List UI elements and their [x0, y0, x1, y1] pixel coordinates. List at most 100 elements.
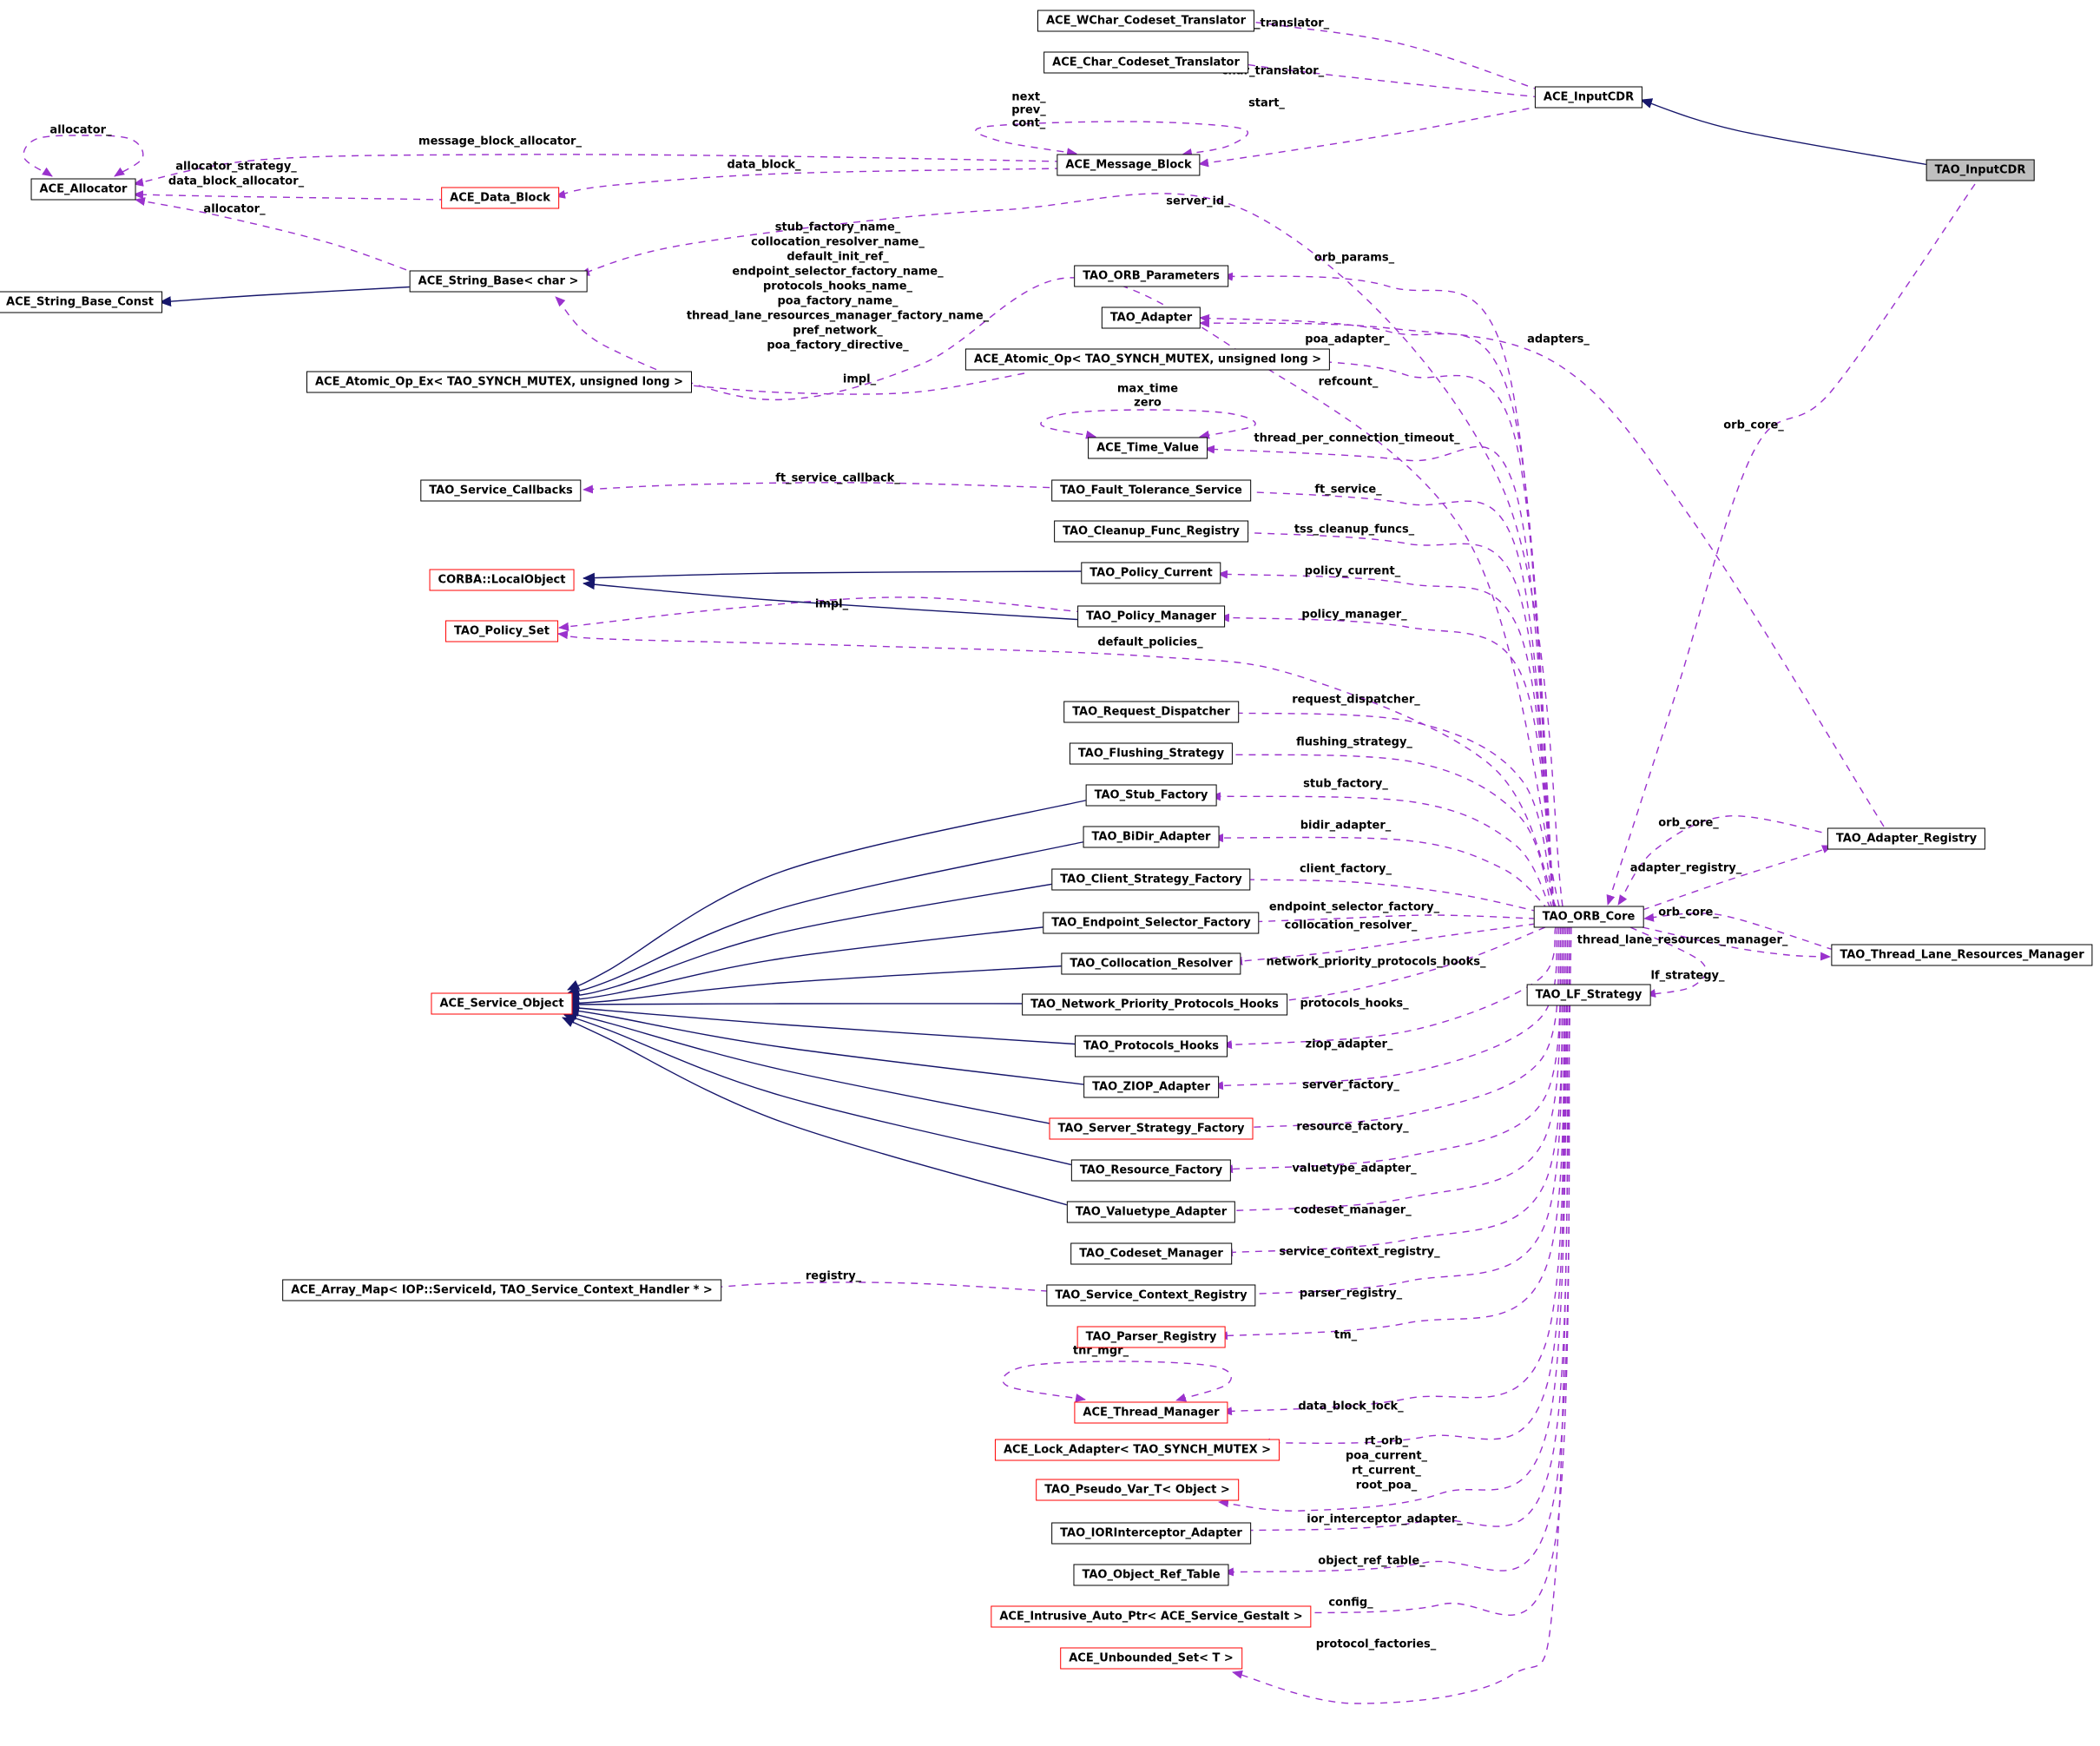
- node-tao-lf-strategy[interactable]: TAO_LF_Strategy: [1526, 984, 1651, 1006]
- node-tao-pseudo-var-t[interactable]: TAO_Pseudo_Var_T< Object >: [1036, 1479, 1239, 1501]
- node-tao-server-strategy-factory[interactable]: TAO_Server_Strategy_Factory: [1049, 1117, 1254, 1140]
- edge-label-tm: tm_: [1333, 1328, 1358, 1342]
- member-edge-tao-orb-core-to-tao-endpoint-selector-factory: [1246, 914, 1537, 926]
- node-tao-request-dispatcher[interactable]: TAO_Request_Dispatcher: [1063, 701, 1239, 723]
- node-tao-valuetype-adapter[interactable]: TAO_Valuetype_Adapter: [1066, 1201, 1236, 1223]
- edge-label-endpoint-selector-factory: endpoint_selector_factory_: [1268, 900, 1440, 914]
- node-tao-stub-factory[interactable]: TAO_Stub_Factory: [1085, 784, 1217, 807]
- member-edge-tao-orb-core-to-tao-network-priority-protocols-hooks: [1274, 926, 1546, 1005]
- node-tao-policy-set[interactable]: TAO_Policy_Set: [445, 620, 558, 642]
- member-edge-ace-message-block-to-ace-data-block: [555, 168, 1063, 199]
- node-ace-data-block[interactable]: ACE_Data_Block: [441, 187, 559, 209]
- node-tao-resource-factory[interactable]: TAO_Resource_Factory: [1070, 1159, 1232, 1182]
- node-tao-parser-registry[interactable]: TAO_Parser_Registry: [1076, 1326, 1226, 1348]
- node-ace-string-base-char[interactable]: ACE_String_Base< char >: [409, 270, 588, 293]
- edge-label-thread-lane-resources-manager: thread_lane_resources_manager_: [1577, 933, 1788, 947]
- edge-label-allocator: allocator_: [49, 123, 112, 137]
- node-tao-orb-parameters[interactable]: TAO_ORB_Parameters: [1074, 265, 1228, 287]
- node-tao-adapter[interactable]: TAO_Adapter: [1101, 306, 1201, 329]
- edge-label-codeset-manager: codeset_manager_: [1294, 1203, 1412, 1217]
- node-ace-allocator[interactable]: ACE_Allocator: [30, 178, 136, 201]
- node-ace-thread-manager[interactable]: ACE_Thread_Manager: [1074, 1401, 1228, 1424]
- node-ace-service-object[interactable]: ACE_Service_Object: [431, 992, 573, 1015]
- edge-label-allocator: allocator_: [203, 202, 266, 216]
- edge-label-allocator-strategy: allocator_strategy_: [175, 160, 297, 174]
- node-tao-service-callbacks[interactable]: TAO_Service_Callbacks: [420, 479, 582, 502]
- node-ace-string-base-const[interactable]: ACE_String_Base_Const: [0, 291, 162, 313]
- member-edge-tao-orb-core-to-tao-ziop-adapter: [1213, 926, 1558, 1090]
- member-edge-ace-inputcdr-to-char-codeset-translator: [1234, 59, 1541, 98]
- member-edge-tao-inputcdr-to-tao-orb-core: [1606, 183, 1976, 906]
- node-ace-array-map[interactable]: ACE_Array_Map< IOP::ServiceId, TAO_Servi…: [282, 1279, 721, 1301]
- inheritance-edge-tao-bidir-adapter-to-ace-service-object: [567, 840, 1091, 995]
- node-char-codeset-translator[interactable]: ACE_Char_Codeset_Translator: [1043, 51, 1248, 74]
- member-edge-tao-fault-tolerance-service-to-tao-service-callbacks: [583, 482, 1063, 494]
- node-ace-message-block[interactable]: ACE_Message_Block: [1057, 154, 1201, 176]
- member-edge-tao-orb-core-to-tao-stub-factory: [1210, 792, 1551, 909]
- member-edge-tao-orb-core-to-ace-unbounded-set: [1232, 926, 1572, 1704]
- node-tao-flushing-strategy[interactable]: TAO_Flushing_Strategy: [1069, 742, 1234, 765]
- node-tao-network-priority-protocols-hooks[interactable]: TAO_Network_Priority_Protocols_Hooks: [1022, 993, 1287, 1016]
- member-edge-ace-data-block-to-ace-allocator: [133, 190, 447, 201]
- node-tao-policy-current[interactable]: TAO_Policy_Current: [1081, 562, 1221, 584]
- node-ace-atomic-op[interactable]: ACE_Atomic_Op< TAO_SYNCH_MUTEX, unsigned…: [964, 348, 1331, 371]
- node-corba-localobject[interactable]: CORBA::LocalObject: [429, 569, 575, 591]
- edge-label-client-factory: client_factory_: [1299, 862, 1392, 876]
- edge-label-cont: cont_: [1011, 116, 1046, 130]
- node-ace-inputcdr[interactable]: ACE_InputCDR: [1534, 86, 1643, 109]
- edge-label-orb-params: orb_params_: [1313, 251, 1395, 265]
- edge-label-impl: impl_: [814, 597, 849, 611]
- member-edge-tao-orb-core-to-tao-orb-parameters: [1222, 272, 1555, 907]
- edge-label-message-block-allocator: message_block_allocator_: [418, 135, 582, 148]
- member-edge-tao-orb-core-to-tao-protocols-hooks: [1221, 926, 1557, 1050]
- edge-label-prev: prev_: [1011, 103, 1046, 117]
- node-ace-atomic-op-ex[interactable]: ACE_Atomic_Op_Ex< TAO_SYNCH_MUTEX, unsig…: [306, 371, 692, 393]
- node-ace-time-value[interactable]: ACE_Time_Value: [1088, 437, 1208, 459]
- edge-label-server-factory: server_factory_: [1302, 1078, 1399, 1092]
- node-tao-protocols-hooks[interactable]: TAO_Protocols_Hooks: [1075, 1035, 1228, 1057]
- node-tao-policy-manager[interactable]: TAO_Policy_Manager: [1077, 605, 1225, 628]
- inheritance-edge-tao-protocols-hooks-to-ace-service-object: [567, 1003, 1083, 1045]
- node-tao-bidir-adapter[interactable]: TAO_BiDir_Adapter: [1083, 826, 1220, 848]
- node-tao-cleanup-func-registry[interactable]: TAO_Cleanup_Func_Registry: [1054, 520, 1248, 543]
- member-edge-tao-orb-core-to-tao-policy-manager: [1219, 613, 1555, 907]
- node-wchar-codeset-translator[interactable]: ACE_WChar_Codeset_Translator: [1037, 10, 1255, 32]
- node-tao-codeset-manager[interactable]: TAO_Codeset_Manager: [1070, 1242, 1232, 1265]
- edge-label-default-policies: default_policies_: [1097, 636, 1203, 649]
- inheritance-edge-tao-collocation-resolver-to-ace-service-object: [567, 965, 1072, 1009]
- node-tao-endpoint-selector-factory[interactable]: TAO_Endpoint_Selector_Factory: [1043, 912, 1260, 934]
- member-edge-tao-orb-core-to-tao-valuetype-adapter: [1223, 926, 1562, 1216]
- node-tao-iorinterceptor-adapter[interactable]: TAO_IORInterceptor_Adapter: [1051, 1522, 1251, 1545]
- edge-label-orb-core: orb_core_: [1723, 418, 1784, 432]
- node-ace-intrusive-auto-ptr[interactable]: ACE_Intrusive_Auto_Ptr< ACE_Service_Gest…: [991, 1605, 1312, 1628]
- node-tao-service-context-registry[interactable]: TAO_Service_Context_Registry: [1046, 1284, 1256, 1307]
- edge-label-thread-lane-resources-manager-factory-name: thread_lane_resources_manager_factory_na…: [686, 309, 990, 323]
- node-tao-adapter-registry[interactable]: TAO_Adapter_Registry: [1827, 827, 1986, 850]
- node-tao-fault-tolerance-service[interactable]: TAO_Fault_Tolerance_Service: [1051, 479, 1251, 502]
- node-tao-client-strategy-factory[interactable]: TAO_Client_Strategy_Factory: [1051, 868, 1251, 891]
- node-tao-object-ref-table[interactable]: TAO_Object_Ref_Table: [1073, 1564, 1229, 1586]
- node-ace-lock-adapter[interactable]: ACE_Lock_Adapter< TAO_SYNCH_MUTEX >: [994, 1439, 1280, 1461]
- member-edge-tao-orb-core-to-ace-atomic-op: [1308, 357, 1555, 907]
- member-edge-ace-time-value-to-ace-time-value: [1040, 409, 1256, 439]
- edge-label-poa-current: poa_current_: [1345, 1449, 1428, 1463]
- edge-label-data-block-lock: data_block_lock_: [1298, 1400, 1404, 1413]
- node-ace-unbounded-set[interactable]: ACE_Unbounded_Set< T >: [1060, 1647, 1242, 1670]
- edge-label-registry: registry_: [805, 1269, 862, 1283]
- edge-label-data-block-allocator: data_block_allocator_: [168, 175, 305, 188]
- node-tao-ziop-adapter[interactable]: TAO_ZIOP_Adapter: [1083, 1076, 1219, 1098]
- edge-label-rt-current: rt_current_: [1352, 1464, 1421, 1478]
- node-tao-thread-lane-resources-manager[interactable]: TAO_Thread_Lane_Resources_Manager: [1831, 944, 2093, 966]
- member-edge-ace-inputcdr-to-ace-message-block: [1198, 105, 1543, 168]
- inheritance-edge-tao-ziop-adapter-to-ace-service-object: [567, 1006, 1091, 1086]
- node-tao-collocation-resolver[interactable]: TAO_Collocation_Resolver: [1061, 952, 1241, 975]
- inheritance-edge-tao-client-strategy-factory-to-ace-service-object: [567, 881, 1064, 1000]
- member-edge-tao-orb-core-to-tao-thread-lane-resources-manager: [1642, 926, 1831, 961]
- inheritance-edge-tao-endpoint-selector-factory-to-ace-service-object: [567, 925, 1058, 1005]
- inheritance-edge-tao-stub-factory-to-ace-service-object: [567, 798, 1094, 991]
- member-edge-tao-orb-core-to-ace-thread-manager: [1221, 926, 1565, 1416]
- node-tao-orb-core[interactable]: TAO_ORB_Core: [1533, 906, 1644, 928]
- edge-label-request-dispatcher: request_dispatcher_: [1292, 693, 1420, 707]
